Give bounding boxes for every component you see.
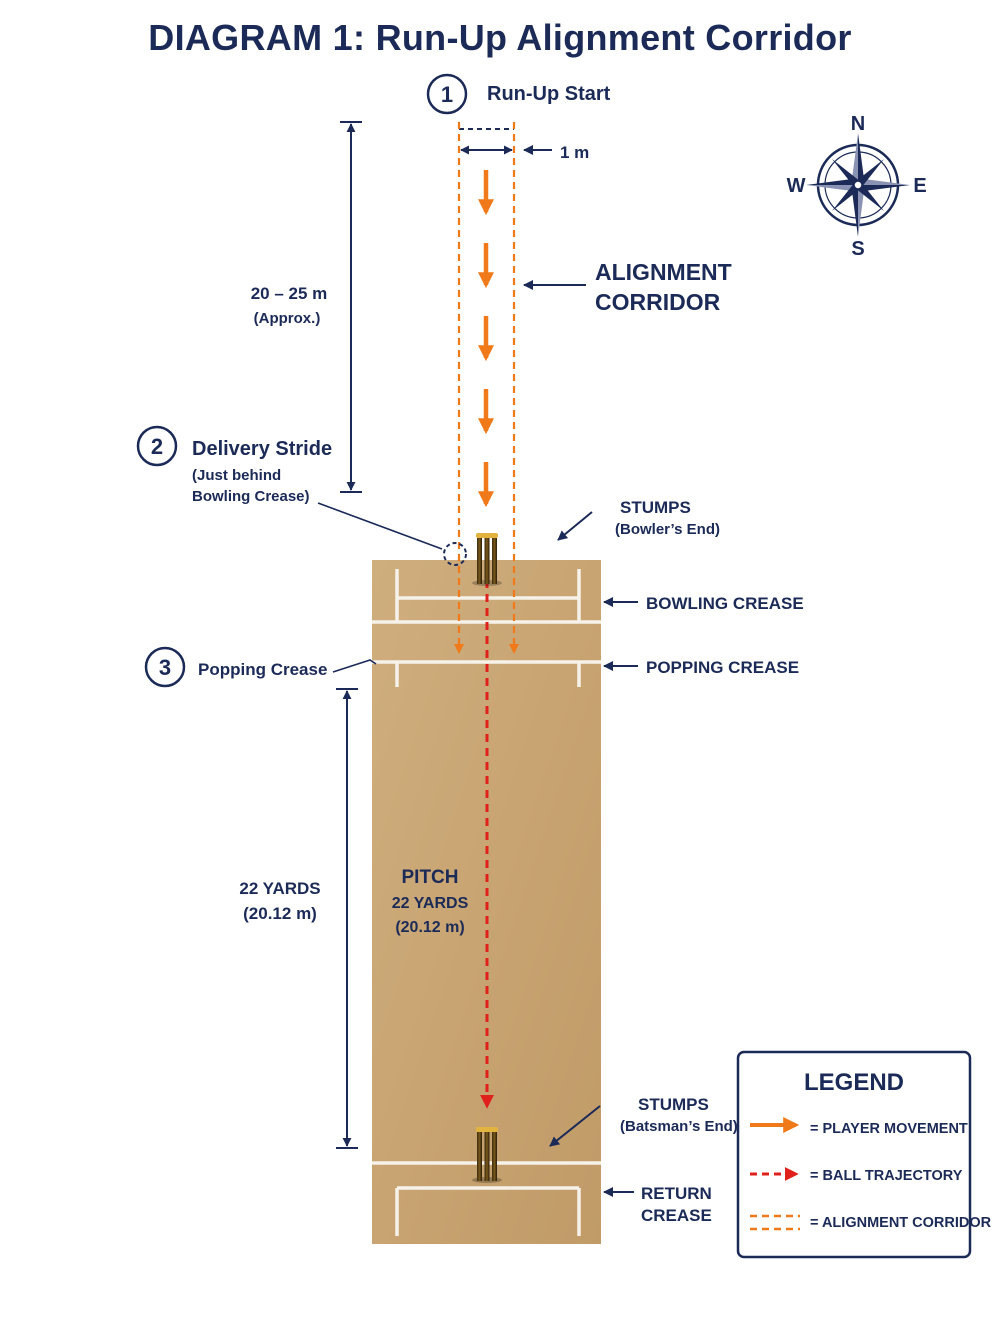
pitch-length-yards: 22 YARDS xyxy=(392,895,469,912)
bowling-crease-callout: BOWLING CREASE xyxy=(603,594,804,613)
alignment-corridor xyxy=(454,122,519,654)
legend-box: LEGEND = PLAYER MOVEMENT = BALL TRAJECTO… xyxy=(736,1050,992,1259)
pitch-title: PITCH xyxy=(402,867,459,888)
step-3-label: Popping Crease xyxy=(198,660,327,679)
step-2-marker: 2 Delivery Stride (Just behind Bowling C… xyxy=(136,425,467,566)
step-1-number: 1 xyxy=(441,82,453,107)
legend-title: LEGEND xyxy=(804,1069,904,1096)
step-2-note-1: (Just behind xyxy=(192,467,281,484)
alignment-corridor-label-2: CORRIDOR xyxy=(595,289,721,315)
pitch-length-dimension: 22 YARDS (20.12 m) xyxy=(239,688,358,1149)
legend-ball-trajectory-label: = BALL TRAJECTORY xyxy=(810,1168,963,1184)
step-2-note-2: Bowling Crease) xyxy=(192,488,310,505)
step-2-number: 2 xyxy=(151,434,163,459)
return-crease-label-2: CREASE xyxy=(641,1206,712,1225)
compass-east: E xyxy=(913,175,926,197)
step-3-marker: 3 Popping Crease xyxy=(144,646,377,688)
return-crease-callout: RETURN CREASE xyxy=(603,1184,712,1225)
popping-crease-callout: POPPING CREASE xyxy=(603,658,799,677)
compass-south: S xyxy=(851,238,864,260)
bowler-stumps xyxy=(472,533,502,586)
stumps-bowler-callout: STUMPS (Bowler’s End) xyxy=(557,498,720,541)
stumps-batsman-label: STUMPS xyxy=(638,1095,709,1114)
compass-rose: N S E W xyxy=(787,113,927,260)
pitch-label: PITCH 22 YARDS (20.12 m) xyxy=(392,867,469,936)
runup-length-label: 20 – 25 m xyxy=(251,284,328,303)
compass-west: W xyxy=(787,175,806,197)
batsman-stumps xyxy=(472,1127,502,1183)
compass-north: N xyxy=(851,113,865,135)
legend-player-movement-label: = PLAYER MOVEMENT xyxy=(810,1121,968,1137)
step-1-label: Run-Up Start xyxy=(487,83,611,105)
popping-crease-label: POPPING CREASE xyxy=(646,658,799,677)
runup-length-note: (Approx.) xyxy=(254,310,321,327)
stumps-bowler-label: STUMPS xyxy=(620,498,691,517)
alignment-corridor-callout: ALIGNMENT CORRIDOR xyxy=(523,259,732,315)
bowling-crease-label: BOWLING CREASE xyxy=(646,594,804,613)
legend-alignment-corridor-label: = ALIGNMENT CORRIDOR xyxy=(810,1215,992,1231)
step-1-circle xyxy=(426,73,468,115)
step-2-circle xyxy=(136,425,178,467)
alignment-corridor-label-1: ALIGNMENT xyxy=(595,259,732,285)
stumps-batsman-callout: STUMPS (Batsman’s End) xyxy=(549,1095,738,1147)
runup-length-dimension: 20 – 25 m (Approx.) xyxy=(251,121,362,493)
step-3-circle xyxy=(144,646,186,688)
step-1-marker: 1 Run-Up Start xyxy=(426,73,611,115)
delivery-stride-spot xyxy=(443,542,467,566)
step-2-label: Delivery Stride xyxy=(192,438,332,460)
diagram-title: DIAGRAM 1: Run-Up Alignment Corridor xyxy=(148,17,851,58)
pitch-dimension-metres: (20.12 m) xyxy=(243,904,317,923)
corridor-width-dimension: 1 m xyxy=(459,128,589,162)
stumps-batsman-note: (Batsman’s End) xyxy=(620,1118,738,1135)
legend-alignment-corridor-swatch xyxy=(750,1214,800,1231)
pitch-dimension-yards: 22 YARDS xyxy=(239,879,320,898)
corridor-width-label: 1 m xyxy=(560,143,589,162)
stumps-bowler-note: (Bowler’s End) xyxy=(615,521,720,538)
step-3-number: 3 xyxy=(159,655,171,680)
pitch-length-metres: (20.12 m) xyxy=(395,919,464,936)
return-crease-label-1: RETURN xyxy=(641,1184,712,1203)
